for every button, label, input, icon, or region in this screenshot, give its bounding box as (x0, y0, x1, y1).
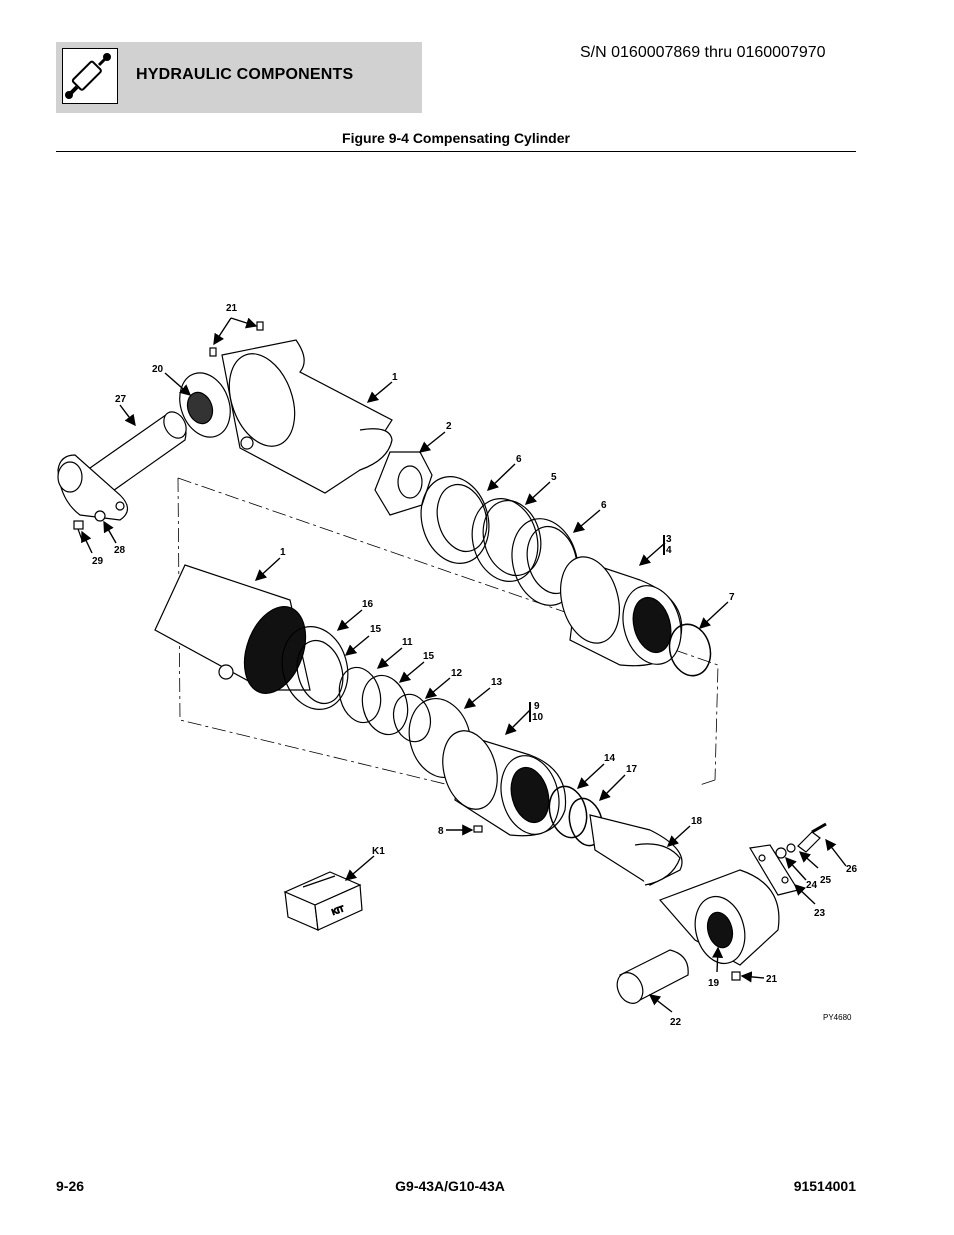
callout-22: 22 (670, 1017, 682, 1028)
header-divider (56, 151, 856, 152)
callout-12: 12 (451, 668, 463, 679)
cylinder-head (560, 556, 683, 667)
callout-15-first: 15 (370, 624, 382, 635)
exploded-parts-diagram: KIT (57, 303, 858, 1028)
callout-10: 10 (532, 712, 544, 723)
callout-20: 20 (152, 364, 164, 375)
lower-barrel (154, 564, 311, 694)
callout-25: 25 (820, 875, 832, 886)
callout-21-lower: 21 (766, 974, 778, 985)
callout-6-second: 6 (601, 500, 607, 511)
hydraulic-cylinder-icon (62, 48, 118, 104)
callout-leaders (81, 317, 847, 1013)
callout-labels: 21 20 27 1 2 6 5 6 3 4 7 1 16 15 11 15 1… (92, 303, 858, 1028)
callout-24: 24 (806, 880, 818, 891)
callout-15-second: 15 (423, 651, 435, 662)
o-ring (668, 623, 712, 677)
callout-2: 2 (446, 421, 452, 432)
figure-title: Figure 9-4 Compensating Cylinder (342, 130, 570, 146)
hex-nut (374, 451, 433, 516)
model-number: G9-43A/G10-43A (395, 1178, 505, 1194)
page-number: 9-26 (56, 1178, 85, 1194)
seal-kit-box: KIT (283, 871, 363, 931)
rod-end-pin (616, 949, 689, 1004)
callout-16: 16 (362, 599, 374, 610)
callout-6-first: 6 (516, 454, 522, 465)
callout-5: 5 (551, 472, 557, 483)
callout-29: 29 (92, 556, 104, 567)
callout-18: 18 (691, 816, 703, 827)
callout-17: 17 (626, 764, 638, 775)
serial-range: S/N 0160007869 thru 0160007970 (580, 44, 826, 61)
section-header: HYDRAULIC COMPONENTS (56, 42, 422, 113)
callout-21-upper: 21 (226, 303, 238, 314)
piston-rod (589, 814, 683, 886)
callout-19: 19 (708, 978, 720, 989)
callout-9: 9 (534, 701, 540, 712)
callout-23: 23 (814, 908, 826, 919)
callout-11: 11 (402, 637, 413, 648)
callout-3: 3 (666, 534, 672, 545)
callout-14: 14 (604, 753, 616, 764)
document-number: 91514001 (793, 1178, 856, 1194)
upper-barrel (179, 321, 393, 494)
pivot-pin-assembly (57, 411, 187, 541)
drawing-code: PY4680 (823, 1013, 852, 1022)
rod-end (658, 869, 780, 981)
callout-7: 7 (729, 592, 735, 603)
upper-seal-rings (420, 476, 579, 606)
piston (442, 730, 567, 837)
callout-8: 8 (438, 826, 444, 837)
callout-1-lower: 1 (280, 547, 286, 558)
section-title: HYDRAULIC COMPONENTS (136, 66, 354, 83)
callout-1-upper: 1 (392, 372, 398, 383)
callout-28: 28 (114, 545, 126, 556)
callout-k1: K1 (372, 846, 385, 857)
callout-26: 26 (846, 864, 858, 875)
exploded-view-boundary (177, 477, 719, 791)
retaining-plate-assembly (749, 822, 827, 896)
lower-seal-rings (281, 625, 472, 779)
callout-4: 4 (666, 545, 672, 556)
callout-13: 13 (491, 677, 503, 688)
callout-27: 27 (115, 394, 127, 405)
